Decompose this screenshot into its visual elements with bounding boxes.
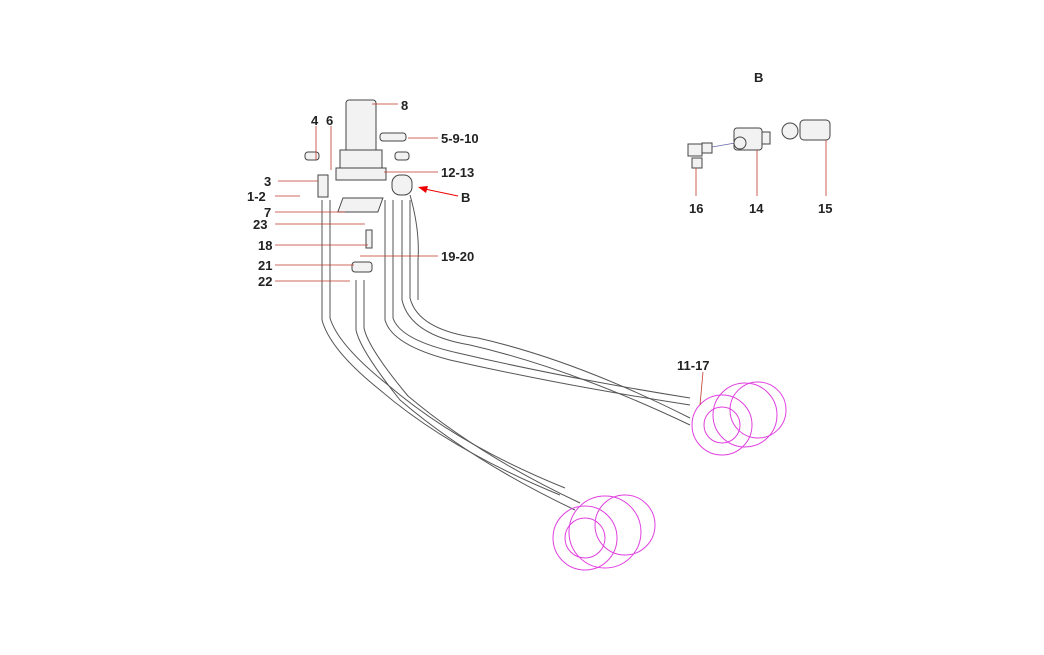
callout-1-2: 1-2 <box>247 189 266 204</box>
detail-b-parts <box>687 119 831 169</box>
travel-motor-left <box>552 494 656 571</box>
travel-motor-right <box>691 381 787 456</box>
callout-3: 3 <box>264 174 271 189</box>
callout-11-17: 11-17 <box>677 358 710 373</box>
callout-22: 22 <box>258 274 272 289</box>
callout-12-13: 12-13 <box>441 165 474 180</box>
callout-15: 15 <box>818 201 832 216</box>
callout-7: 7 <box>264 205 271 220</box>
leader-lines <box>275 103 827 406</box>
callout-16: 16 <box>689 201 703 216</box>
callout-14: 14 <box>749 201 764 216</box>
callout-8: 8 <box>401 98 408 113</box>
callout-21: 21 <box>258 258 272 273</box>
callout-23: 23 <box>253 217 267 232</box>
callout-19-20: 19-20 <box>441 249 474 264</box>
callout-5-9-10: 5-9-10 <box>441 131 479 146</box>
callout-b: B <box>461 190 470 205</box>
swivel-joint <box>304 99 413 273</box>
callout-4: 4 <box>311 113 319 128</box>
detail-b-title: B <box>754 70 763 85</box>
hydraulic-hoses <box>321 194 691 511</box>
callout-6: 6 <box>326 113 333 128</box>
callout-18: 18 <box>258 238 272 253</box>
